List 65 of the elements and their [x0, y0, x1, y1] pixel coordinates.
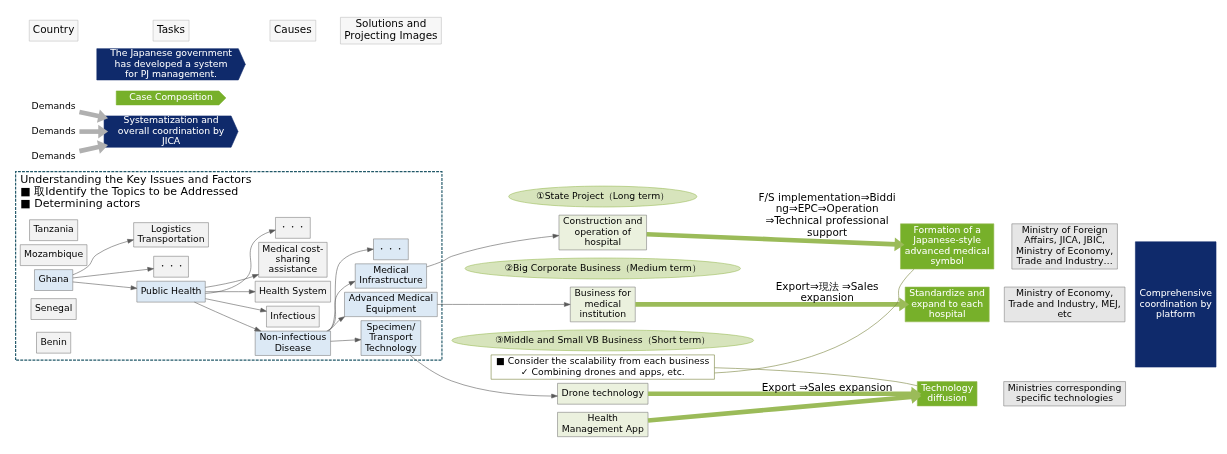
- arrow: [635, 297, 910, 312]
- node-box: Medical cost-sharing assistance: [258, 242, 328, 278]
- arrow: [328, 247, 374, 332]
- node-box: Ministries corresponding specific technologies: [1003, 381, 1126, 407]
- node-box: Construction and operation of hospital: [558, 214, 647, 251]
- node-text: Demands: [31, 124, 76, 136]
- label: Causes: [274, 23, 312, 36]
- node-box: Non-infectious Disease: [254, 330, 331, 356]
- arrow: [326, 316, 345, 332]
- arrow: [647, 390, 922, 423]
- node-box: Standardize and expand to each hospital: [904, 286, 990, 323]
- arrow: [328, 280, 356, 332]
- node-box: Business for medical institution: [570, 286, 636, 323]
- node-text: Demands: [31, 99, 76, 111]
- node-box: Mozambique: [19, 244, 88, 266]
- arrow: [426, 233, 560, 268]
- arrow: [205, 274, 259, 288]
- node-text: Demands: [31, 149, 76, 161]
- arrow: [205, 298, 267, 313]
- node-box: ・・・: [373, 238, 409, 261]
- node-box: Medical Infrastructure: [354, 263, 427, 289]
- connector: [714, 367, 918, 387]
- node-box: Specimen/ Transport Technology: [360, 320, 422, 356]
- arrow: [72, 239, 134, 276]
- node-ellipse: ①State Project（Long term）: [508, 185, 698, 208]
- connector: [714, 268, 915, 374]
- arrow: [72, 281, 138, 291]
- edge-label: Export ⇒Sales expansion: [761, 380, 893, 393]
- node-box: Tanzania: [29, 219, 78, 241]
- arrow: [79, 124, 109, 139]
- node-box: Drone technology: [557, 383, 649, 405]
- node-box: Ministry of Foreign Affairs, JICA, JBIC, Ministry of Economy, Trade and Industry…: [1011, 223, 1118, 270]
- arrow: [205, 289, 256, 294]
- node-box: ・・・: [153, 256, 189, 278]
- node-box: Ministry of Economy, Trade and Industry, MEJ, etc: [1004, 286, 1126, 323]
- node-box: Technology diffusion: [917, 381, 978, 407]
- node-box: ■ Consider the scalability from each business ✓ Combining drones and apps, etc.: [490, 354, 715, 380]
- arrow: [437, 302, 571, 307]
- edge-label: Export⇒現法 ⇒Sales expansion: [775, 279, 879, 304]
- node-box: Infectious: [266, 305, 320, 328]
- arrow: [410, 355, 558, 399]
- node-box: Ghana: [34, 269, 74, 291]
- label: Solutions and Projecting Images: [344, 17, 438, 42]
- node-box: Comprehensive coordination by platform: [1135, 241, 1217, 368]
- label: Tasks: [157, 23, 186, 36]
- node-ellipse: ②Big Corporate Business（Medium term）: [464, 257, 741, 280]
- node-box: Advanced Medical Equipment: [344, 291, 438, 317]
- node-box: Health System: [254, 280, 331, 303]
- arrow: [194, 301, 261, 332]
- node-box: Logistics Transportation: [133, 222, 209, 248]
- arrow: [646, 231, 905, 252]
- arrow: [72, 267, 154, 279]
- node-box: ・・・: [275, 217, 311, 239]
- arrow: [78, 140, 108, 154]
- edge-label: F/S implementation⇒Bidding⇒EPC⇒Operation ⇒Technical professional support: [758, 190, 896, 238]
- node-box: Health Management App: [557, 412, 649, 437]
- arrow: [205, 229, 276, 294]
- label: Country: [32, 23, 75, 36]
- arrow: [330, 337, 362, 343]
- node-box: Formation of a Japanese-style advanced medical symbol: [900, 223, 995, 270]
- node-box: Benin: [36, 331, 71, 354]
- node-box: Public Health: [136, 280, 206, 303]
- node-ellipse: ③Middle and Small VB Business（Short term）: [451, 329, 754, 352]
- arrow: [78, 109, 109, 123]
- node-box: Senegal: [30, 298, 77, 320]
